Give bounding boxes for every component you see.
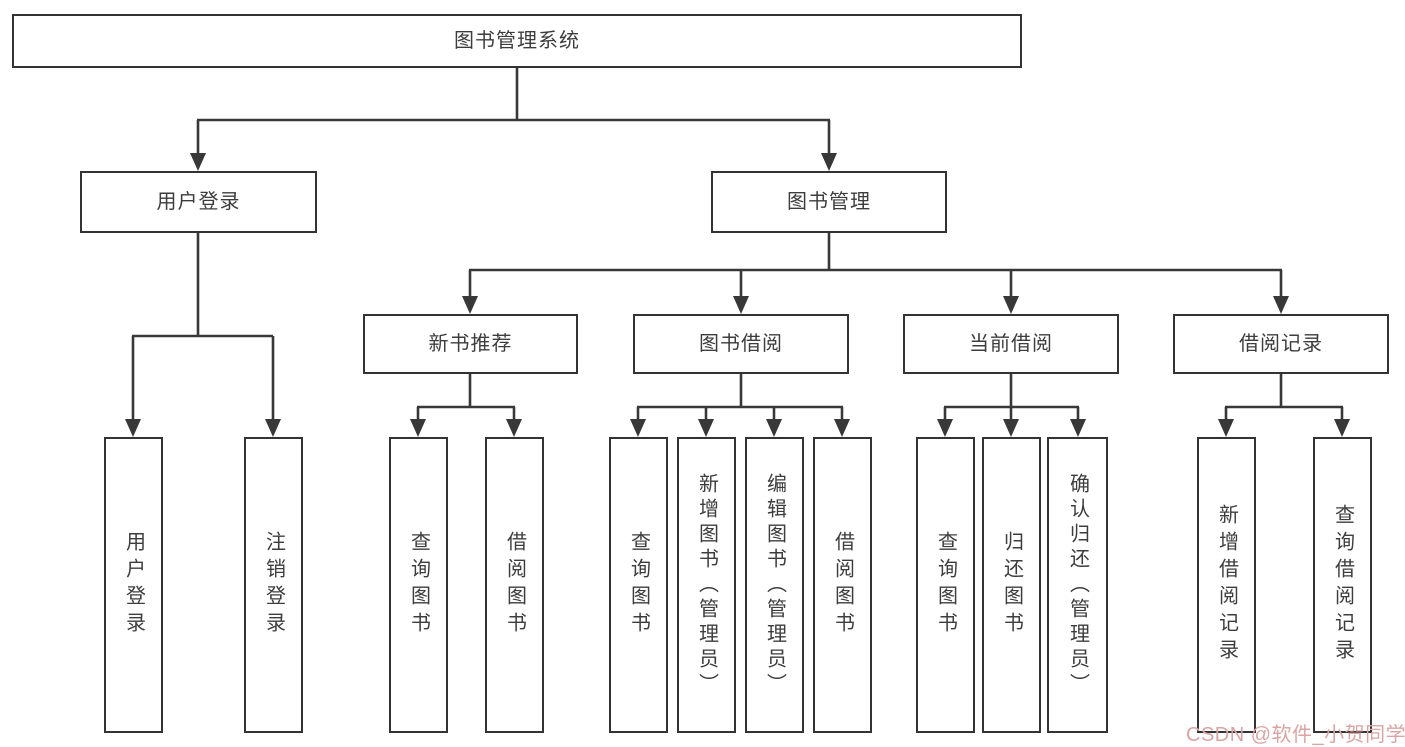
connector-current-borrow xyxy=(937,374,1086,437)
node-user-login: 用户登录 xyxy=(104,437,163,733)
node-borrow-borrow-book: 借阅图书 xyxy=(813,437,872,733)
node-borrow-add-book-admin: 新增图书（管理员） xyxy=(677,437,736,733)
node-system-root: 图书管理系统 xyxy=(12,14,1022,68)
connector-new-book-rec xyxy=(410,374,522,437)
node-current-borrow: 当前借阅 xyxy=(903,314,1119,374)
node-borrow-record: 借阅记录 xyxy=(1173,314,1389,374)
connector-borrow-record xyxy=(1218,374,1350,437)
node-book-mgmt-group: 图书管理 xyxy=(711,171,947,233)
node-record-query-record: 查询借阅记录 xyxy=(1313,437,1372,733)
node-new-book-rec: 新书推荐 xyxy=(363,314,578,374)
connector-book-mgmt xyxy=(462,233,1289,314)
connector-root xyxy=(190,68,837,171)
node-current-confirm-return-admin: 确认归还（管理员） xyxy=(1047,437,1108,733)
node-user-login-group: 用户登录 xyxy=(80,171,317,233)
node-newrec-query-book: 查询图书 xyxy=(389,437,448,733)
node-current-return-book: 归还图书 xyxy=(982,437,1041,733)
node-newrec-borrow-book: 借阅图书 xyxy=(485,437,544,733)
connector-user-login xyxy=(125,233,281,437)
node-record-add-record: 新增借阅记录 xyxy=(1197,437,1256,733)
node-logout: 注销登录 xyxy=(244,437,303,733)
connector-book-borrow xyxy=(630,374,850,437)
node-book-borrow: 图书借阅 xyxy=(633,314,849,374)
csdn-watermark: CSDN @软件_小贺同学 xyxy=(1186,724,1405,746)
node-current-query-book: 查询图书 xyxy=(916,437,975,733)
node-borrow-query-book: 查询图书 xyxy=(609,437,668,733)
node-borrow-edit-book-admin: 编辑图书（管理员） xyxy=(745,437,804,733)
